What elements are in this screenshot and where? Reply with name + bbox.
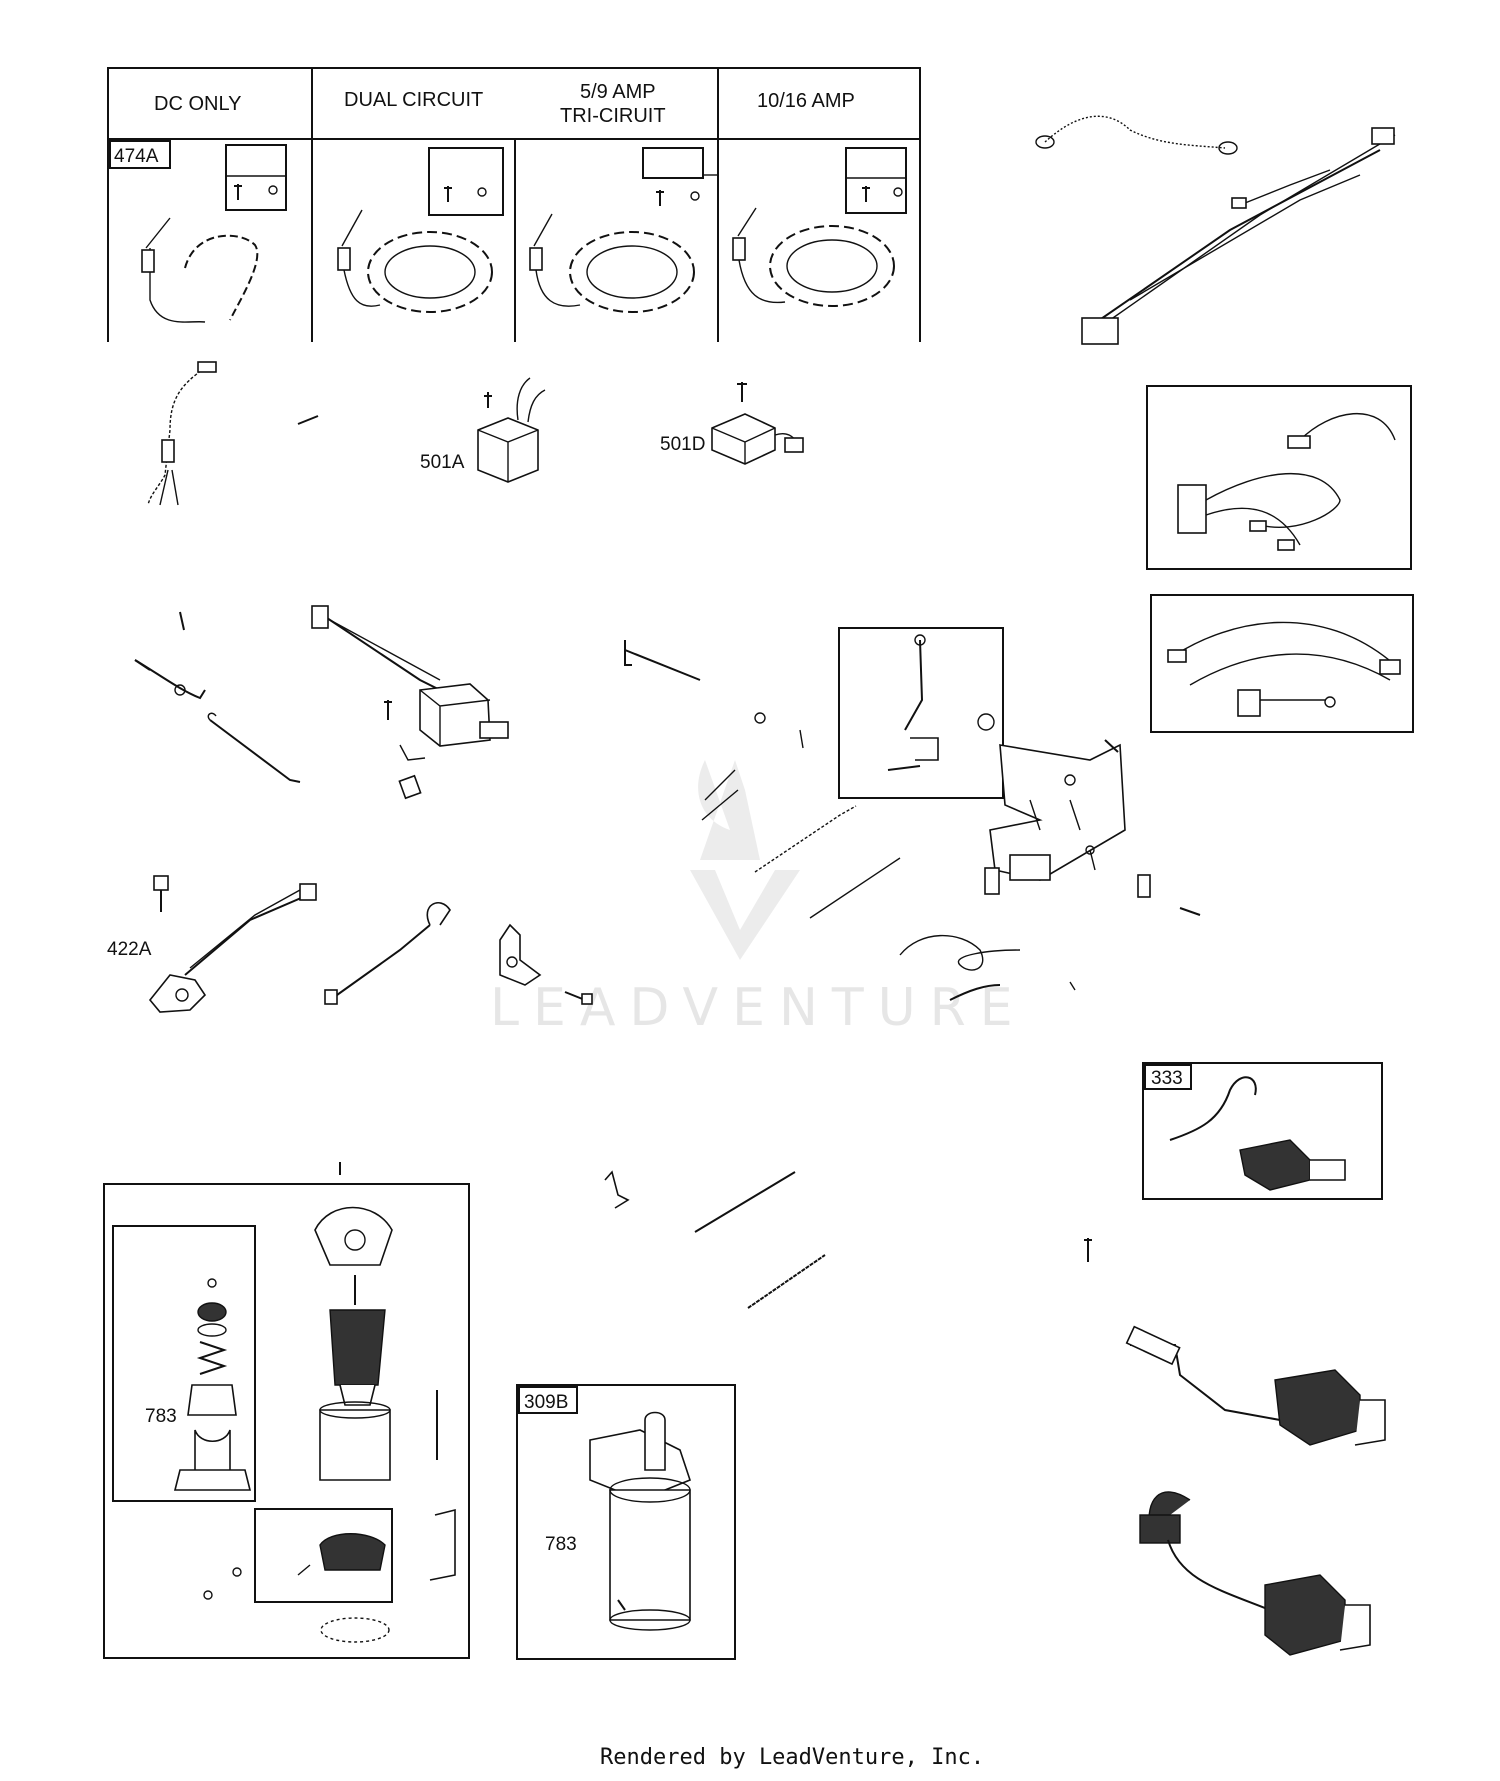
stator-10-16-amp bbox=[732, 207, 895, 307]
throttle-lever bbox=[134, 659, 206, 700]
callout-783-right-label: 783 bbox=[545, 1534, 577, 1555]
screw-inset-1 bbox=[225, 144, 287, 211]
callout-309b: 309B 783 bbox=[516, 1384, 736, 1660]
ground-wire bbox=[1035, 115, 1238, 155]
alternator-header-table: DC ONLY DUAL CIRCUIT 5/9 AMP TRI-CIRUIT … bbox=[107, 67, 921, 342]
lower-tie bbox=[747, 1254, 826, 1309]
watermark-logo bbox=[698, 760, 760, 860]
cable-422a: 422A bbox=[107, 883, 317, 1013]
header-dual-circuit: DUAL CIRCUIT bbox=[344, 89, 483, 111]
screw-right bbox=[1084, 1238, 1092, 1262]
wire-adapter-kit-1 bbox=[1146, 385, 1412, 570]
governor-nut bbox=[754, 712, 804, 749]
regulator-501d: 501D bbox=[660, 382, 804, 465]
watermark-logo-v bbox=[690, 870, 800, 960]
callout-309b-label: 309B bbox=[524, 1392, 568, 1413]
throttle-cable bbox=[899, 934, 1076, 1001]
cotter-pin bbox=[179, 611, 185, 631]
screw-inset-2 bbox=[428, 147, 504, 216]
drive-kit-783-left: 783 bbox=[145, 1278, 252, 1491]
callout-474a-box bbox=[109, 140, 171, 169]
screw-inset-3 bbox=[642, 147, 718, 206]
spring-link bbox=[701, 769, 901, 919]
screw-insets bbox=[225, 144, 907, 216]
solenoid-assembly bbox=[311, 605, 509, 761]
governor-lever-box bbox=[838, 627, 1004, 799]
regulator-501a: 501A bbox=[420, 377, 546, 483]
choke-link bbox=[207, 712, 301, 783]
footer-credit: Rendered by LeadVenture, Inc. bbox=[600, 1745, 984, 1770]
rectifier-wire bbox=[147, 361, 217, 506]
header-5-9-amp: 5/9 AMP bbox=[580, 81, 656, 103]
callout-333-label: 333 bbox=[1151, 1068, 1183, 1089]
fuel-solenoid-nut bbox=[398, 774, 422, 800]
stator-dual-circuit bbox=[337, 209, 493, 313]
ignition-coil-2 bbox=[1139, 1491, 1371, 1656]
starter-bracket-small bbox=[499, 923, 542, 986]
control-bracket bbox=[984, 739, 1126, 895]
lower-bracket bbox=[604, 1170, 630, 1209]
callout-474a-label: 474A bbox=[114, 146, 159, 167]
small-screw-1 bbox=[297, 415, 319, 425]
callout-333: 333 bbox=[1142, 1062, 1383, 1200]
callout-422a-label: 422A bbox=[107, 939, 152, 960]
header-tri-circuit: TRI-CIRUIT bbox=[560, 105, 666, 127]
ignition-coil-1 bbox=[1125, 1325, 1386, 1446]
lower-rod bbox=[694, 1171, 796, 1233]
ground-cable bbox=[324, 902, 451, 1005]
watermark-text: LEADVENTURE bbox=[490, 978, 1027, 1038]
wire-adapter-kit-2 bbox=[1150, 594, 1414, 733]
stator-tri-circuit bbox=[529, 213, 695, 313]
bolt-center bbox=[564, 991, 593, 1005]
governor-rod bbox=[624, 640, 701, 681]
bolt-422a bbox=[153, 875, 169, 912]
callout-783-left-label: 783 bbox=[145, 1406, 177, 1427]
header-dc-only: DC ONLY bbox=[154, 93, 241, 115]
callout-474a: 474A bbox=[109, 140, 171, 169]
header-10-16-amp: 10/16 AMP bbox=[757, 90, 855, 112]
starter-motor-kit bbox=[103, 1162, 470, 1659]
leadventure-watermark: LEADVENTURE bbox=[490, 760, 1027, 1038]
clip-right bbox=[1137, 874, 1201, 916]
screw-inset-4 bbox=[845, 147, 907, 214]
callout-501a-label: 501A bbox=[420, 452, 465, 473]
callout-501d-label: 501D bbox=[660, 434, 705, 455]
wiring-harness bbox=[1081, 127, 1396, 345]
stator-dc-only bbox=[141, 217, 259, 323]
